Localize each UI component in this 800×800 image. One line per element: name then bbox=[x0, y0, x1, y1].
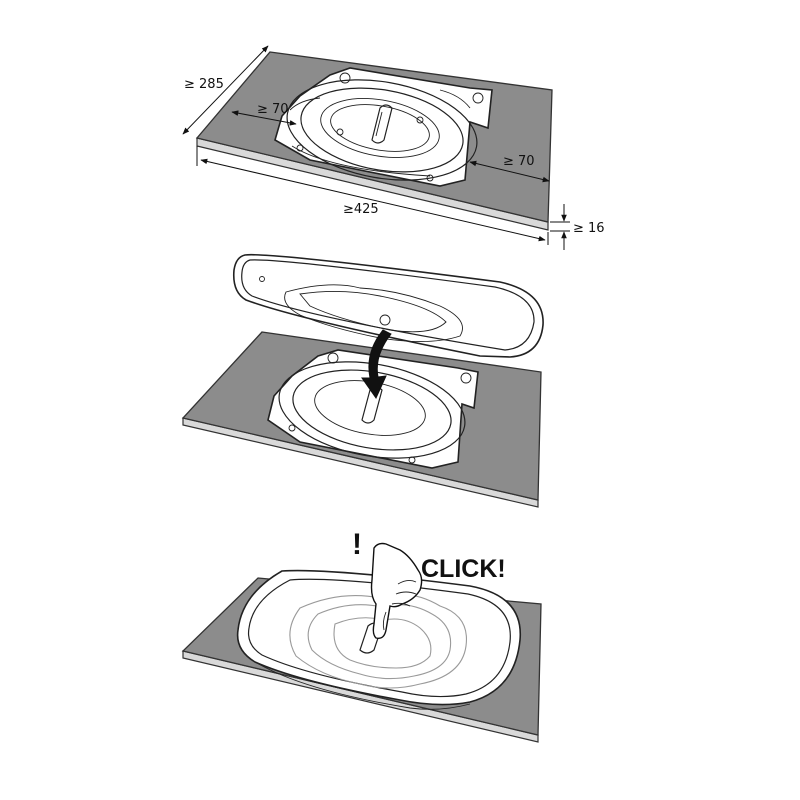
dim-thickness-label: ≥ 16 bbox=[573, 221, 605, 236]
step1-turntable-mount bbox=[274, 67, 493, 187]
step1-panel: ≥ 285 ≥ 70 ≥ 70 ≥425 ≥ 16 bbox=[182, 45, 605, 250]
step2-turntable-mount bbox=[267, 349, 479, 469]
step3-panel: ! CLICK! bbox=[181, 528, 542, 743]
click-label: CLICK! bbox=[421, 555, 506, 583]
dim-width-line bbox=[200, 158, 546, 242]
dim-left-margin-label: ≥ 70 bbox=[257, 102, 289, 117]
hand-icon bbox=[370, 542, 423, 640]
step2-panel bbox=[181, 253, 544, 508]
dim-left-margin-line bbox=[231, 110, 297, 126]
dim-width-label: ≥425 bbox=[343, 202, 379, 217]
warning-mark: ! bbox=[352, 528, 362, 561]
dim-depth-line bbox=[182, 45, 269, 135]
dim-right-margin-label: ≥ 70 bbox=[503, 154, 535, 169]
dim-depth-label: ≥ 285 bbox=[184, 77, 224, 92]
step2-turntable-tray bbox=[232, 253, 544, 358]
placement-arrow-icon bbox=[361, 329, 392, 400]
